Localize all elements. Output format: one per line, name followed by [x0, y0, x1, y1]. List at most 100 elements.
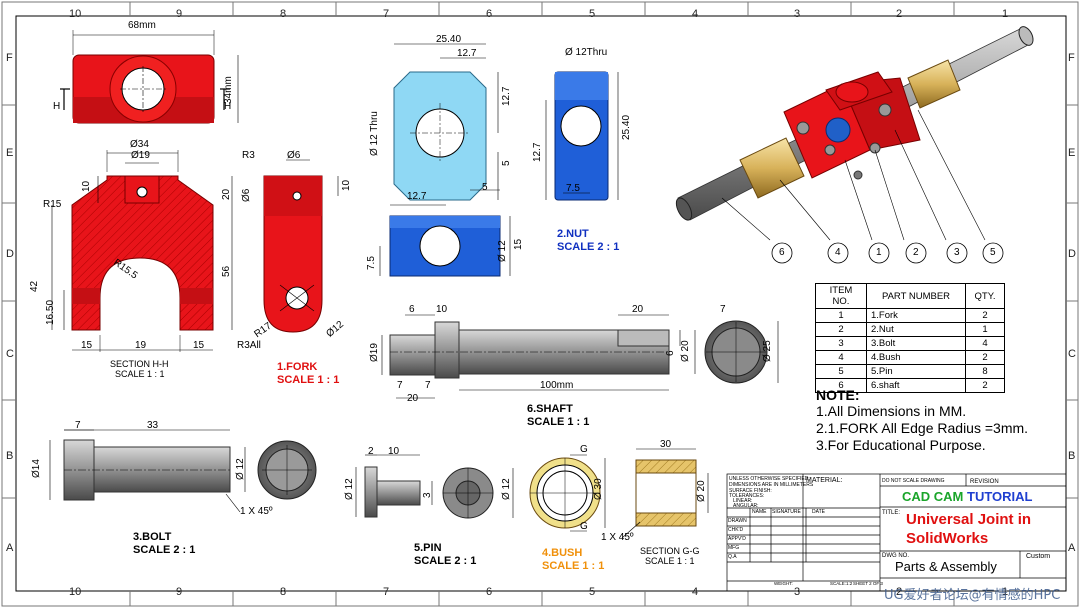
bom-cell: 5 — [815, 364, 867, 379]
bom-cell: 4 — [815, 350, 867, 365]
dim-15-left: 15 — [81, 340, 93, 351]
bom-header-part: PART NUMBER — [866, 283, 966, 309]
zone-side-E: E — [6, 147, 14, 159]
bom-cell: 6 — [815, 378, 867, 393]
bom-header-row: ITEM NO. PART NUMBER QTY. — [815, 283, 1005, 309]
bom-cell: 2 — [965, 350, 1005, 365]
tb-dwg-no: Parts & Assembly — [895, 559, 997, 574]
fork-section-view — [51, 150, 233, 352]
zone-side-E-right: E — [1068, 147, 1076, 159]
dim-shaft-dia-20: Ø 20 — [680, 340, 691, 362]
zone-bottom-8: 8 — [280, 586, 287, 598]
dim-pin-10: 10 — [388, 446, 400, 457]
bom-cell: 1.Fork — [866, 308, 966, 323]
dim-nut-5: 5 — [482, 182, 488, 193]
tb-surface: SURFACE FINISH: — [729, 488, 772, 494]
pin-scale: SCALE 2 : 1 — [414, 555, 477, 567]
tb-revision: REVISION — [970, 479, 999, 485]
bom-cell: 1 — [965, 322, 1005, 337]
tb-material: MATERIAL: — [806, 477, 843, 484]
dim-nut-7-5-bottom: 7.5 — [366, 256, 377, 270]
tb-angular: ANGULAR: — [733, 503, 759, 509]
dim-nut-5-vertical: 5 — [501, 160, 512, 166]
dim-pin-3: 3 — [422, 492, 433, 498]
zone-top-7: 7 — [383, 8, 390, 20]
bolt-view — [49, 429, 317, 513]
dim-r15: R15 — [43, 199, 62, 210]
tb-scale: SCALE:1:2 — [830, 581, 853, 586]
zone-side-C-right: C — [1068, 348, 1076, 360]
bush-section-g-top: G — [580, 444, 588, 455]
fork-top-view — [60, 30, 239, 124]
section-marker-h-right: H — [224, 101, 232, 112]
zone-bottom-9: 9 — [176, 586, 183, 598]
tb-brand: CAD CAM TUTORIAL — [902, 490, 1033, 503]
zone-top-10: 10 — [69, 8, 82, 20]
tb-dwg-label: DWG NO. — [882, 553, 909, 559]
dim-shaft-7-top: 7 — [720, 304, 726, 315]
zone-bottom-10: 10 — [69, 586, 82, 598]
zone-bottom-1: 1 — [1002, 586, 1009, 598]
dim-nut-25-40-vertical: 25.40 — [621, 114, 632, 140]
tb-title-label: TITLE: — [882, 510, 901, 516]
dim-10-side: 10 — [341, 179, 352, 191]
dim-15-right: 15 — [193, 340, 205, 351]
dim-bush-dia-20: Ø 20 — [696, 480, 707, 502]
dim-shaft-7-b: 7 — [425, 380, 431, 391]
tb-signature: SIGNATURE — [772, 509, 801, 515]
zone-top-1: 1 — [1002, 8, 1009, 20]
dim-shaft-6-vertical: 6 — [665, 350, 676, 356]
table-row: 6 6.shaft 2 — [815, 378, 1005, 393]
dim-dia-6-side: Ø6 — [241, 188, 252, 202]
tb-name: NAME — [752, 509, 767, 515]
bolt-scale: SCALE 2 : 1 — [133, 544, 196, 556]
dim-nut-dia-12-bottom: Ø 12 — [497, 240, 508, 262]
shaft-view — [381, 314, 779, 399]
dim-r3all: R3All — [237, 340, 261, 351]
dim-nut-25-40: 25.40 — [436, 34, 462, 45]
zone-side-B: B — [6, 450, 14, 462]
bom-cell: 2.Nut — [866, 322, 966, 337]
bom-cell: 8 — [965, 364, 1005, 379]
zone-top-2: 2 — [896, 8, 903, 20]
section-g-scale: SCALE 1 : 1 — [645, 556, 695, 566]
table-row: 5 5.Pin 8 — [815, 364, 1005, 379]
pin-title: 5.PIN — [414, 542, 442, 554]
balloon-2: 2 — [913, 247, 919, 258]
note-line-2: 2.1.FORK All Edge Radius =3mm. — [816, 420, 1029, 436]
note-line-3: 3.For Educational Purpose. — [816, 437, 986, 453]
dim-nut-12-7-bottom: 12.7 — [407, 191, 427, 202]
dim-bolt-dia-14: Ø14 — [31, 459, 42, 478]
dim-dia-6-top: Ø6 — [287, 150, 301, 161]
bom-cell: 3 — [815, 336, 867, 351]
dim-shaft-20: 20 — [632, 304, 644, 315]
tb-title-line-1: Universal Joint in — [906, 511, 1032, 528]
zone-bottom-5: 5 — [589, 586, 596, 598]
dim-56: 56 — [221, 265, 232, 277]
nut-title: 2.NUT — [557, 228, 589, 240]
tb-unless: UNLESS OTHERWISE SPECIFIED: — [729, 476, 810, 482]
dim-shaft-7-a: 7 — [397, 380, 403, 391]
tb-sheet: SHEET 2 OF 3 — [853, 581, 883, 586]
tb-row-mfg: MFG — [728, 545, 740, 551]
fork-title: 1.FORK — [277, 361, 318, 373]
dim-pin-dia-12-end: Ø 12 — [501, 478, 512, 500]
section-h-caption: SECTION H-H — [110, 359, 169, 369]
dim-nut-12-7-side: 12.7 — [532, 142, 543, 162]
zone-top-9: 9 — [176, 8, 183, 20]
dim-bush-chamfer: 1 X 45º — [601, 532, 634, 543]
nut-bottom-view — [379, 204, 511, 277]
balloon-4: 4 — [835, 247, 841, 258]
balloon-6: 6 — [779, 247, 785, 258]
table-row: 4 4.Bush 2 — [815, 350, 1005, 365]
dim-fork-height: 34mm — [223, 76, 234, 104]
dim-pin-2: 2 — [368, 446, 374, 457]
nut-side-view — [545, 71, 619, 201]
dim-shaft-10: 10 — [436, 304, 448, 315]
note-line-1: 1.All Dimensions in MM. — [816, 403, 967, 419]
bom-cell: 4 — [965, 336, 1005, 351]
dim-r3: R3 — [242, 150, 255, 161]
dim-bolt-chamfer: 1 X 45º — [240, 506, 273, 517]
tb-title-line-2: SolidWorks — [906, 530, 989, 547]
title-block-frame — [726, 473, 1067, 592]
